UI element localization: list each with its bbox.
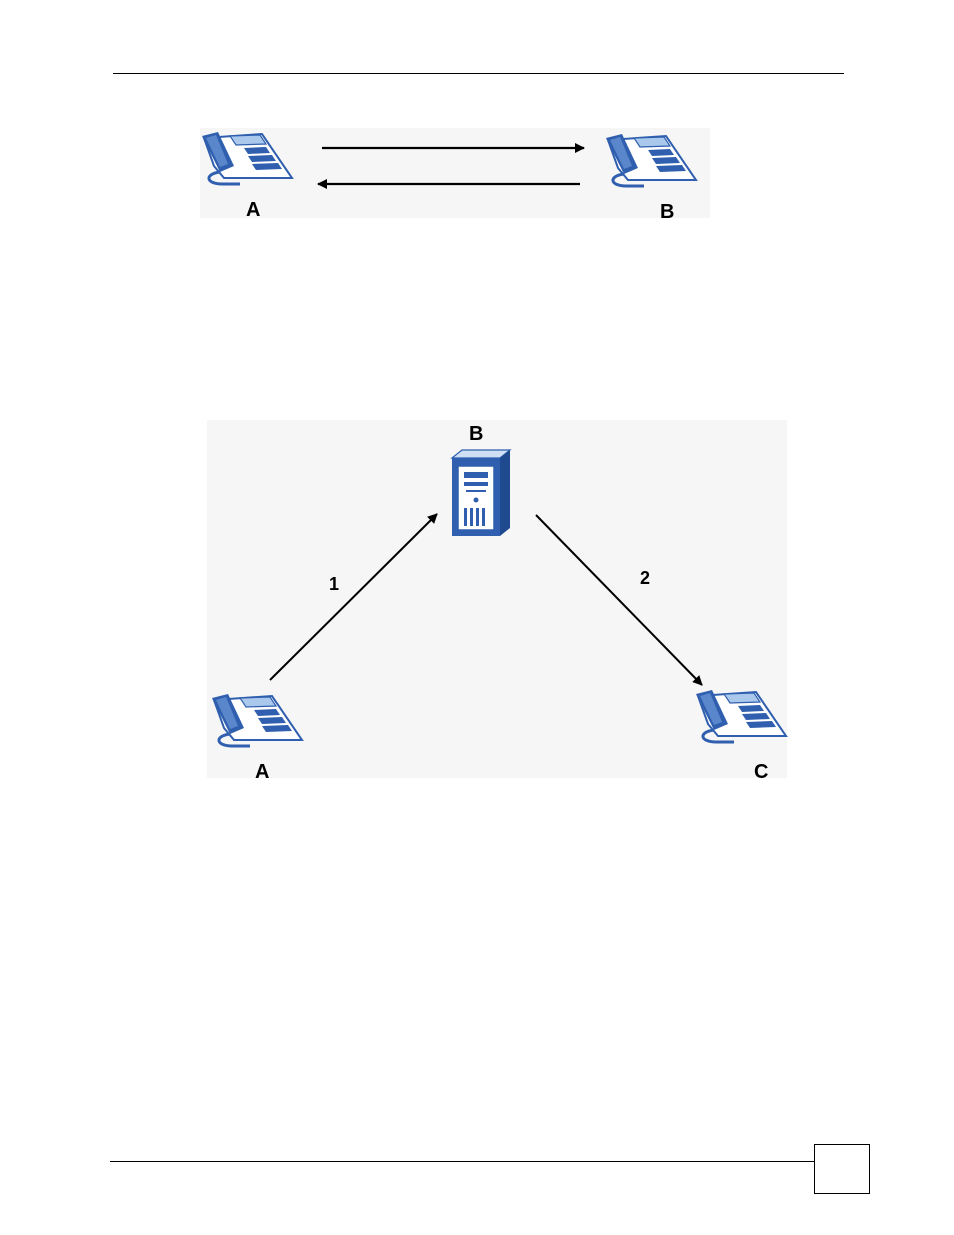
phone-a-icon [212,694,302,746]
label-phone-a-2: A [255,761,269,783]
phone-a-icon [202,132,292,184]
arrow-step-2 [536,515,702,685]
page-number-box [814,1144,870,1194]
server-icon [452,450,510,536]
phone-b-icon [606,134,696,186]
footer-rule [110,1161,815,1162]
label-phone-a: A [246,199,260,221]
arrow-step-1 [270,514,437,680]
label-phone-b: B [660,201,674,223]
label-server-b: B [469,423,483,445]
phone-c-icon [696,690,786,742]
label-phone-c: C [754,761,768,783]
step-1-label: 1 [329,574,339,594]
step-2-label: 2 [640,568,650,588]
